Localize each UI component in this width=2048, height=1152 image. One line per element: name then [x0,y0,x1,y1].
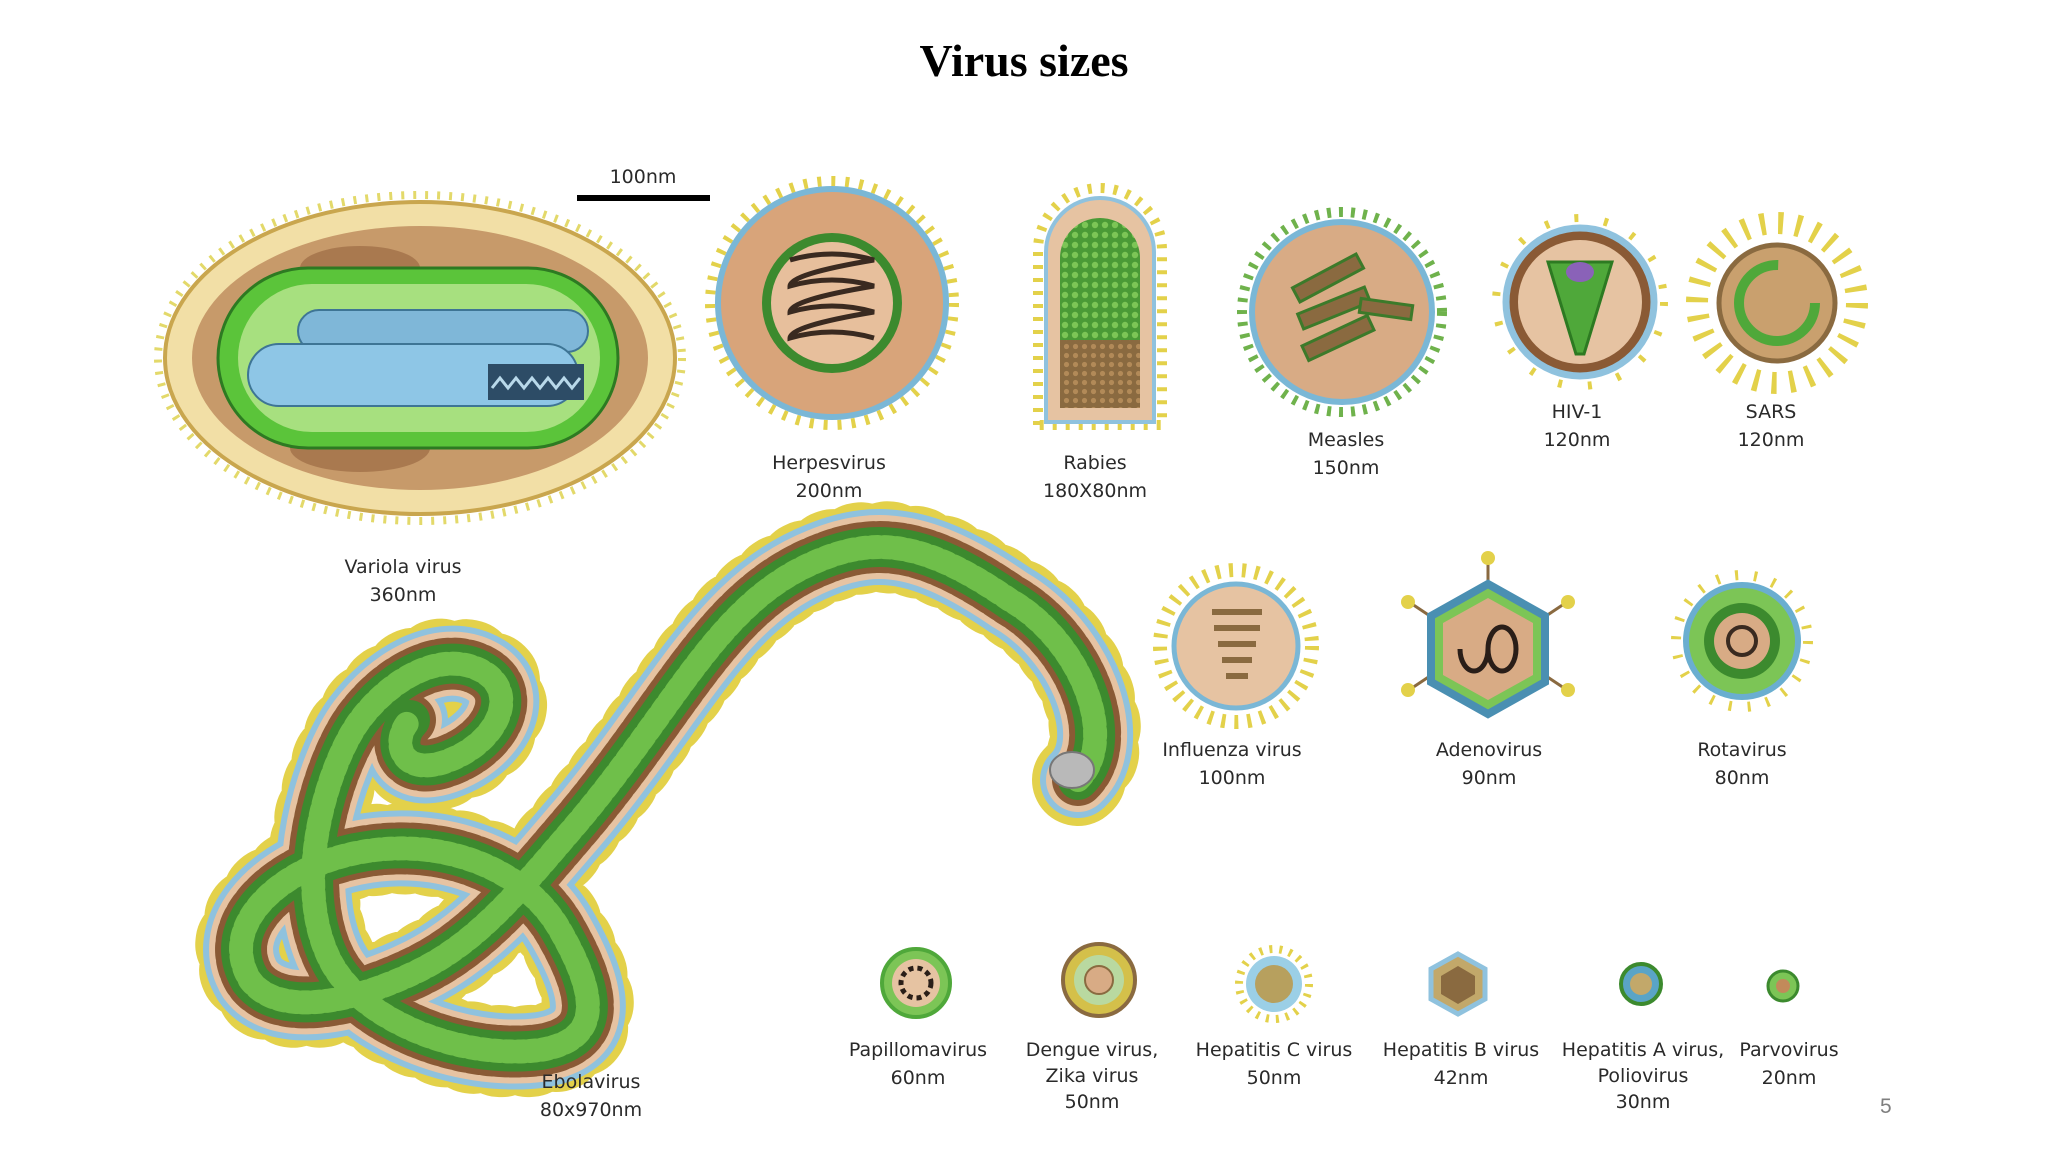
adenovirus-name: Adenovirus [1436,739,1542,761]
papillomavirus-illustration [880,947,952,1019]
rotavirus-size: 80nm [1715,767,1770,789]
rotavirus-illustration [1671,570,1813,712]
hepatitis-c-name: Hepatitis C virus [1196,1039,1353,1061]
dengue-name: Dengue virus, [1026,1039,1159,1061]
measles-size: 150nm [1313,457,1380,479]
herpesvirus-illustration [705,176,959,430]
papillomavirus-size: 60nm [891,1067,946,1089]
hepatitis-c-size: 50nm [1247,1067,1302,1089]
variola-virus-illustration [154,191,686,525]
hepatitis-a-poliovirus-illustration [1619,962,1663,1006]
hepatitis-a-name-line2: Poliovirus [1598,1065,1689,1087]
sars-name: SARS [1746,401,1797,423]
hepatitis-b-virus-illustration [1428,951,1488,1017]
scale-bar: 100nm [577,166,710,201]
slide-title: Virus sizes [919,35,1129,86]
dengue-zika-virus-illustration [1061,942,1137,1018]
hepatitis-b-size: 42nm [1434,1067,1489,1089]
hepatitis-a-size: 30nm [1616,1091,1671,1113]
hiv-1-illustration [1492,214,1668,390]
variola-size: 360nm [370,584,437,606]
adenovirus-size: 90nm [1462,767,1517,789]
scale-bar-label: 100nm [610,166,677,188]
sars-illustration [1686,212,1868,394]
hiv-1-name: HIV-1 [1552,401,1603,423]
dengue-size: 50nm [1065,1091,1120,1113]
hiv-1-size: 120nm [1544,429,1611,451]
papillomavirus-name: Papillomavirus [849,1039,987,1061]
influenza-virus-illustration [1153,563,1319,729]
measles-name: Measles [1308,429,1385,451]
rabies-name: Rabies [1063,452,1126,474]
parvovirus-name: Parvovirus [1739,1039,1838,1061]
parvovirus-size: 20nm [1762,1067,1817,1089]
herpesvirus-size: 200nm [796,480,863,502]
adenovirus-illustration [1401,551,1575,719]
parvovirus-illustration [1766,969,1800,1003]
page-number: 5 [1880,1095,1892,1118]
ebolavirus-size: 80x970nm [540,1099,642,1121]
rotavirus-name: Rotavirus [1697,739,1786,761]
rabies-virus-illustration [1033,183,1167,430]
hepatitis-b-name: Hepatitis B virus [1383,1039,1539,1061]
ebolavirus-name: Ebolavirus [542,1071,641,1093]
measles-virus-illustration [1237,207,1447,417]
ebolavirus-illustration [195,501,1141,1098]
sars-size: 120nm [1738,429,1805,451]
dengue-name-line2: Zika virus [1046,1065,1139,1087]
hepatitis-a-name: Hepatitis A virus, [1562,1039,1724,1061]
influenza-size: 100nm [1199,767,1266,789]
variola-name: Variola virus [344,556,461,578]
influenza-name: Influenza virus [1162,739,1301,761]
hepatitis-c-virus-illustration [1235,945,1313,1023]
herpesvirus-name: Herpesvirus [772,452,886,474]
rabies-size: 180X80nm [1043,480,1147,502]
